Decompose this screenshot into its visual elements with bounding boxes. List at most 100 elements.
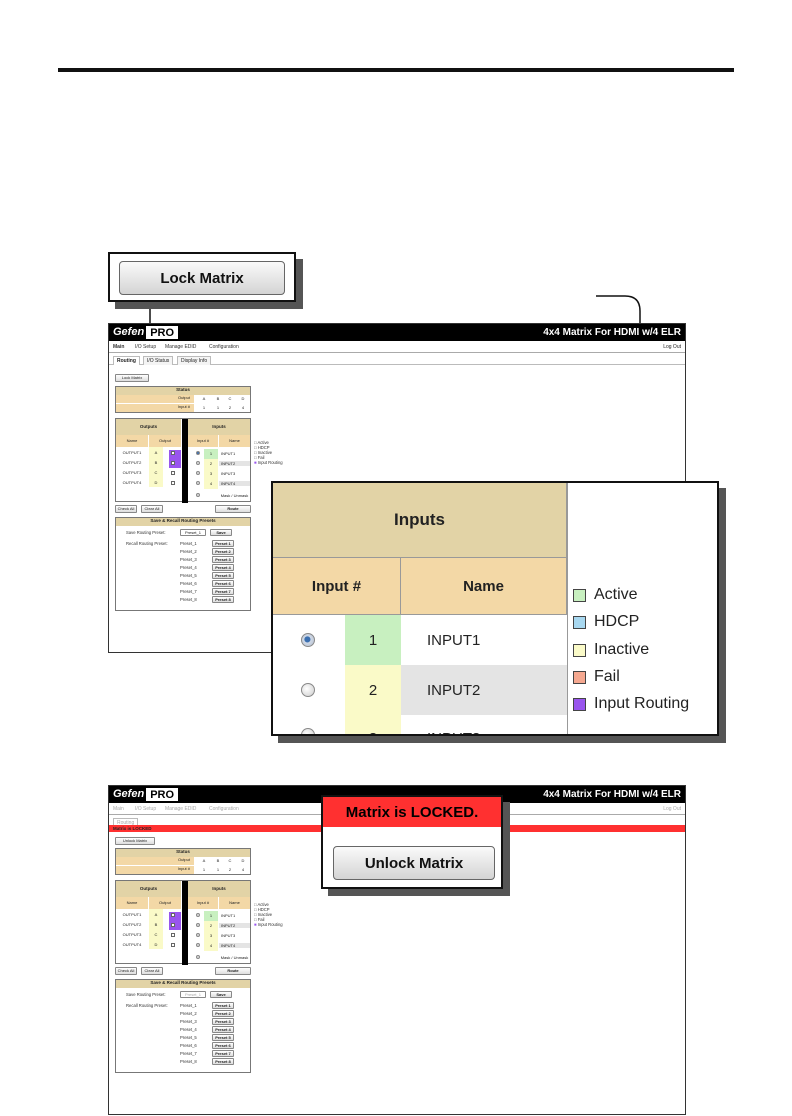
letter-column	[149, 909, 163, 949]
input-radio[interactable]	[196, 471, 200, 475]
unlock-matrix-button-zoom[interactable]: Unlock Matrix	[333, 846, 495, 880]
recall-preset-label: Recall Routing Preset:	[126, 1003, 168, 1008]
input-num: 4	[209, 943, 213, 948]
legend-label: Fail	[594, 668, 620, 685]
route-button[interactable]: Route	[215, 505, 251, 513]
input-radio[interactable]	[196, 451, 200, 455]
input-name: INPUT3	[221, 933, 236, 938]
recall-preset-button[interactable]: Preset 5	[212, 572, 234, 579]
letter-column	[149, 447, 163, 487]
mask-radio[interactable]	[196, 493, 200, 497]
recall-preset-button: Preset 6	[212, 1042, 234, 1049]
recall-preset-button[interactable]: Preset 2	[212, 548, 234, 555]
input-radio	[196, 913, 200, 917]
status-in: 4	[241, 867, 245, 872]
output-name: OUTPUT3	[122, 470, 142, 475]
input-num: 3	[209, 471, 213, 476]
nav-configuration: Configuration	[209, 806, 239, 812]
mask-radio	[196, 955, 200, 959]
inputs-title: Inputs	[188, 881, 250, 897]
output-letter: B	[154, 922, 158, 927]
inactive-column	[204, 921, 218, 951]
nav-io-setup[interactable]: I/O Setup	[135, 344, 157, 350]
save-preset-label: Save Routing Preset:	[126, 992, 166, 997]
preset-name: Preset_2	[180, 549, 197, 554]
zoom-input-radio[interactable]	[301, 633, 315, 647]
header-bar: Gefen PRO 4x4 Matrix For HDMI w/4 ELR	[109, 786, 685, 803]
zoom-input-num: 1	[345, 615, 401, 665]
output-checkbox[interactable]	[171, 481, 175, 485]
output-checkbox	[171, 933, 175, 937]
unlock-matrix-button[interactable]: Unlock Matrix	[115, 837, 155, 845]
mini-legend-item: □ Fail	[254, 455, 265, 460]
status-in: 2	[228, 867, 232, 872]
status-row-input: Input #	[116, 866, 194, 874]
mini-legend-label: Fail	[257, 917, 265, 922]
recall-preset-button[interactable]: Preset 4	[212, 564, 234, 571]
lock-matrix-callout: Lock Matrix	[108, 252, 296, 302]
zoom-input-radio[interactable]	[301, 683, 315, 697]
check-all-button[interactable]: Check All	[115, 505, 137, 513]
col-iname: Name	[219, 897, 250, 909]
output-checkbox	[171, 913, 175, 917]
lock-matrix-button-zoom[interactable]: Lock Matrix	[119, 261, 285, 295]
preset-name: Preset_1	[180, 1003, 197, 1008]
status-table: Status Output Input # A B C D 1 1 2 4	[115, 848, 251, 875]
inactive-column	[204, 459, 218, 489]
input-num: 1	[204, 449, 218, 459]
presets-table: Save & Recall Routing Presets Save Routi…	[115, 517, 251, 611]
recall-preset-button: Preset 1	[212, 1002, 234, 1009]
tab-display-info[interactable]: Display Info	[177, 356, 212, 365]
input-radio[interactable]	[196, 461, 200, 465]
zoom-col-name: Name	[401, 557, 567, 615]
nav-main[interactable]: Main	[113, 344, 125, 350]
preset-name: Preset_3	[180, 1019, 197, 1024]
recall-preset-button[interactable]: Preset 1	[212, 540, 234, 547]
output-checkbox[interactable]	[171, 461, 175, 465]
tab-io-status[interactable]: I/O Status	[143, 356, 174, 365]
tab-routing[interactable]: Routing	[113, 356, 140, 365]
output-name: OUTPUT4	[122, 942, 142, 947]
status-out: A	[202, 396, 206, 401]
legend-swatch	[573, 670, 586, 684]
save-preset-select[interactable]: Preset_1	[180, 529, 206, 536]
lock-matrix-button[interactable]: Lock Matrix	[115, 374, 149, 382]
mini-legend-label: Inactive	[257, 912, 273, 917]
recall-preset-button: Preset 3	[212, 1018, 234, 1025]
recall-preset-button[interactable]: Preset 3	[212, 556, 234, 563]
preset-name: Preset_7	[180, 1051, 197, 1056]
tab-routing: Routing	[113, 818, 139, 827]
output-name: OUTPUT2	[122, 922, 142, 927]
output-name: OUTPUT1	[122, 912, 142, 917]
preset-name: Preset_4	[180, 565, 197, 570]
nav-io-setup: I/O Setup	[135, 806, 157, 812]
input-radio[interactable]	[196, 481, 200, 485]
output-letter: B	[154, 460, 158, 465]
status-out: D	[241, 858, 245, 863]
output-checkbox[interactable]	[171, 471, 175, 475]
brand-a: Gefen	[113, 788, 145, 800]
zoom-input-name: INPUT2	[401, 665, 567, 715]
status-in: 2	[228, 405, 232, 410]
zoom-input-name: INPUT3	[401, 715, 567, 735]
mini-legend-item: □ Inactive	[254, 450, 273, 455]
logout-link[interactable]: Log Out	[663, 344, 681, 350]
nav-manage-edid[interactable]: Manage EDID	[165, 344, 197, 350]
output-checkbox[interactable]	[171, 451, 175, 455]
nav-configuration[interactable]: Configuration	[209, 344, 239, 350]
output-letter: C	[154, 470, 158, 475]
zoom-input-radio[interactable]	[301, 728, 315, 734]
inputs-title: Inputs	[188, 419, 250, 435]
input-name: INPUT4	[219, 943, 250, 948]
mini-legend-item: □ HDCP	[254, 907, 270, 912]
mini-legend-item: □ Active	[254, 440, 269, 445]
recall-preset-button[interactable]: Preset 8	[212, 596, 234, 603]
recall-preset-button[interactable]: Preset 6	[212, 580, 234, 587]
recall-preset-button[interactable]: Preset 7	[212, 588, 234, 595]
mini-legend-label: Active	[257, 902, 269, 907]
logout-link[interactable]: Log Out	[663, 806, 681, 812]
clear-all-button[interactable]: Clear All	[141, 505, 163, 513]
zoom-inactive-column	[345, 665, 401, 734]
mini-legend-label: HDCP	[257, 907, 270, 912]
save-preset-button[interactable]: Save	[210, 529, 232, 536]
